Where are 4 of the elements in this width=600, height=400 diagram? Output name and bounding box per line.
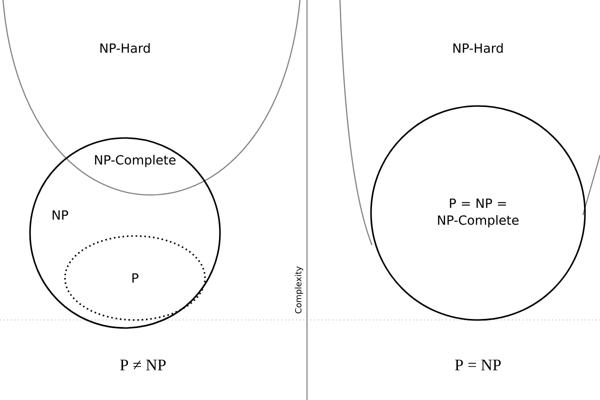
caption: P ≠ NP bbox=[120, 360, 166, 370]
axis-label: Complexity bbox=[294, 266, 304, 314]
region-label: NP-Complete bbox=[95, 154, 176, 168]
caption: P = NP bbox=[455, 360, 501, 370]
